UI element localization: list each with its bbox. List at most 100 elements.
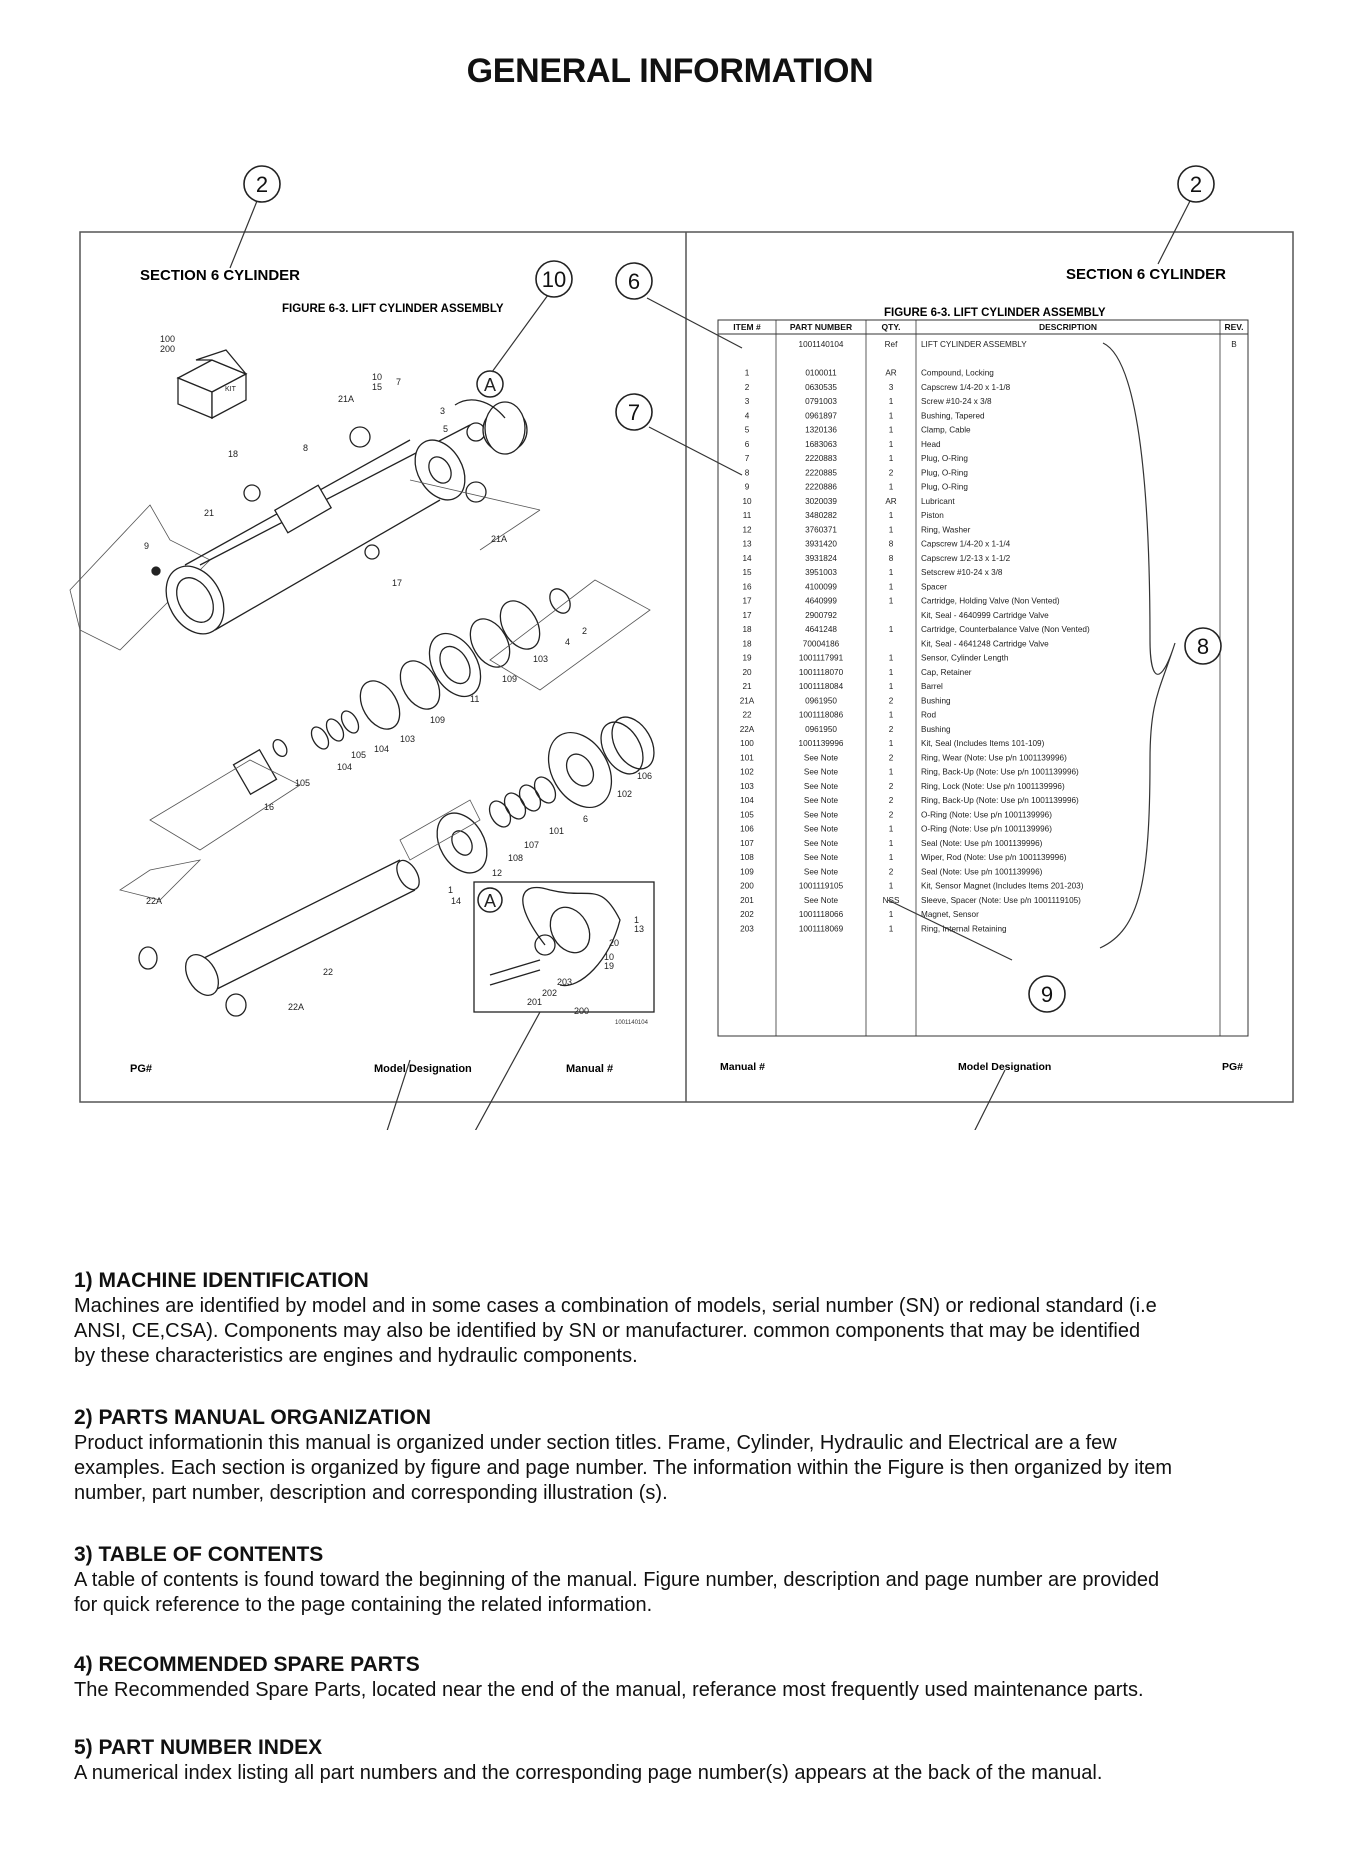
left-section-title: SECTION 6 CYLINDER bbox=[140, 267, 300, 284]
part-label: 1 bbox=[448, 885, 453, 895]
part-label: 107 bbox=[524, 840, 539, 850]
section-recommended-spare-parts: 4) RECOMMENDED SPARE PARTS The Recommend… bbox=[74, 1652, 1314, 1703]
table-cell: 1001118066 bbox=[799, 910, 844, 919]
table-cell: 107 bbox=[740, 839, 754, 848]
part-label: 202 bbox=[542, 988, 557, 998]
part-label: 12 bbox=[492, 868, 502, 878]
table-cell: 8 bbox=[889, 554, 894, 563]
table-cell: Ref bbox=[885, 340, 898, 349]
table-cell: Setscrew #10-24 x 3/8 bbox=[921, 568, 1003, 577]
table-cell: 0100011 bbox=[805, 369, 837, 378]
table-cell: 1 bbox=[889, 411, 894, 420]
table-cell: 1 bbox=[889, 853, 894, 862]
table-cell: Capscrew 1/4-20 x 1-1/8 bbox=[921, 383, 1011, 392]
part-label: 21 bbox=[204, 508, 214, 518]
table-cell: Compound, Locking bbox=[921, 369, 994, 378]
table-cell: 1 bbox=[889, 924, 894, 933]
table-cell: 202 bbox=[740, 910, 754, 919]
part-label: 9 bbox=[144, 541, 149, 551]
table-cell: 2900792 bbox=[805, 611, 837, 620]
table-cell: See Note bbox=[804, 810, 839, 819]
right-figure-title: FIGURE 6-3. LIFT CYLINDER ASSEMBLY bbox=[884, 307, 1106, 319]
table-cell: 4641248 bbox=[805, 625, 837, 634]
part-label: 8 bbox=[303, 443, 308, 453]
right-section-title: SECTION 6 CYLINDER bbox=[1066, 266, 1226, 283]
section-machine-identification: 1) MACHINE IDENTIFICATION Machines are i… bbox=[74, 1268, 1314, 1369]
table-cell: 1 bbox=[889, 397, 894, 406]
table-cell: 3 bbox=[889, 383, 894, 392]
part-label: 5 bbox=[443, 424, 448, 434]
table-cell: LIFT CYLINDER ASSEMBLY bbox=[921, 340, 1027, 349]
table-cell: 1 bbox=[889, 910, 894, 919]
table-cell: 1 bbox=[889, 582, 894, 591]
parts-manual-example-figure: SECTION 6 CYLINDER FIGURE 6-3. LIFT CYLI… bbox=[69, 165, 1294, 1130]
table-cell: Seal (Note: Use p/n 1001139996) bbox=[921, 839, 1043, 848]
table-cell: 1 bbox=[889, 825, 894, 834]
detail-a-box-marker bbox=[477, 887, 503, 913]
table-cell: 4100099 bbox=[805, 582, 837, 591]
part-label: 10 bbox=[604, 952, 614, 962]
table-cell: Plug, O-Ring bbox=[921, 483, 968, 492]
table-cell: 2 bbox=[745, 383, 750, 392]
callout-label: 8 bbox=[1197, 634, 1209, 659]
part-label: 101 bbox=[549, 826, 564, 836]
section-line: A numerical index listing all part numbe… bbox=[74, 1762, 1103, 1784]
table-cell: Ring, Wear (Note: Use p/n 1001139996) bbox=[921, 753, 1067, 762]
table-cell: 3931824 bbox=[805, 554, 837, 563]
table-cell: Screw #10-24 x 3/8 bbox=[921, 397, 992, 406]
table-cell: Cap, Retainer bbox=[921, 668, 972, 677]
table-cell: 1 bbox=[889, 768, 894, 777]
kit-box-label: KIT bbox=[225, 386, 237, 393]
table-cell: B bbox=[1231, 340, 1237, 349]
table-cell: 1 bbox=[889, 525, 894, 534]
part-label: 13 bbox=[634, 924, 644, 934]
table-cell: 2 bbox=[889, 725, 894, 734]
table-cell: 0630535 bbox=[805, 383, 837, 392]
detail-a-box-label: A bbox=[484, 891, 496, 911]
section-part-number-index: 5) PART NUMBER INDEX A numerical index l… bbox=[74, 1735, 1314, 1786]
callout-label: 9 bbox=[1041, 982, 1053, 1007]
table-cell: 3931420 bbox=[805, 540, 837, 549]
table-cell: Kit, Seal - 4641248 Cartridge Valve bbox=[921, 639, 1049, 648]
table-cell: 6 bbox=[745, 440, 750, 449]
table-cell: Ring, Lock (Note: Use p/n 1001139996) bbox=[921, 782, 1065, 791]
part-label: 21A bbox=[491, 534, 507, 544]
table-cell: Plug, O-Ring bbox=[921, 468, 968, 477]
part-label: 21A bbox=[338, 394, 354, 404]
table-cell: 12 bbox=[742, 525, 752, 534]
table-cell: 22A bbox=[740, 725, 755, 734]
part-label-group: 21A 10 15 7 3 5 18 8 21 9 17 21A 2 4 103… bbox=[144, 372, 652, 1016]
exploded-drawing: KIT 100 200 bbox=[69, 334, 655, 1017]
table-cell: 1001140104 bbox=[799, 340, 844, 349]
table-cell: 1 bbox=[745, 369, 750, 378]
part-label: 18 bbox=[228, 449, 238, 459]
table-cell: Sleeve, Spacer (Note: Use p/n 1001119105… bbox=[921, 896, 1081, 905]
table-cell: 109 bbox=[740, 867, 754, 876]
part-label: 104 bbox=[337, 762, 352, 772]
table-cell: 8 bbox=[889, 540, 894, 549]
table-cell: 70004186 bbox=[803, 639, 840, 648]
section-heading: 3) TABLE OF CONTENTS bbox=[74, 1543, 324, 1566]
table-cell: 1 bbox=[889, 839, 894, 848]
piston-and-seals bbox=[149, 579, 651, 851]
table-cell: Seal (Note: Use p/n 1001139996) bbox=[921, 867, 1043, 876]
section-parts-manual-organization: 2) PARTS MANUAL ORGANIZATION Product inf… bbox=[74, 1405, 1314, 1506]
part-label: 11 bbox=[470, 694, 479, 704]
part-label: 201 bbox=[527, 997, 542, 1007]
table-cell: 17 bbox=[742, 597, 752, 606]
table-cell: 1 bbox=[889, 668, 894, 677]
detail-a-marker bbox=[476, 370, 504, 398]
table-cell: 0961950 bbox=[805, 696, 837, 705]
table-cell: 201 bbox=[740, 896, 754, 905]
part-label: 200 bbox=[574, 1006, 589, 1016]
detail-a-assembly bbox=[454, 399, 526, 455]
table-cell: 1320136 bbox=[805, 426, 837, 435]
section-line: examples. Each section is organized by f… bbox=[74, 1457, 1173, 1479]
table-cell: See Note bbox=[804, 867, 839, 876]
callout-leaders bbox=[229, 200, 1191, 1130]
table-cell: 1 bbox=[889, 426, 894, 435]
part-label: 105 bbox=[351, 750, 366, 760]
part-label: 1 bbox=[634, 915, 639, 925]
part-label: 10 bbox=[372, 372, 382, 382]
